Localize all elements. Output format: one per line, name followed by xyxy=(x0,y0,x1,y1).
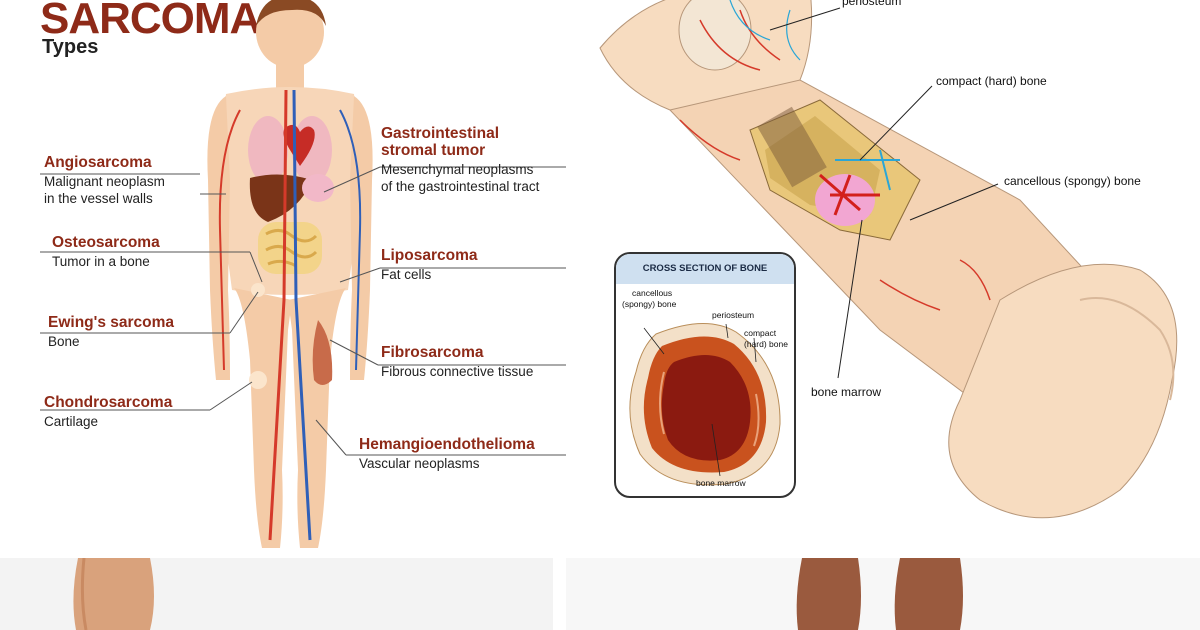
inset-label-cancellous: cancellous (spongy) bone xyxy=(622,288,676,310)
inset-label-bone-marrow: bone marrow xyxy=(696,478,746,489)
label-desc: in the vessel walls xyxy=(44,190,165,207)
inset-label-line: (hard) bone xyxy=(744,339,788,350)
inset-label-line: cancellous xyxy=(622,288,676,299)
label-chondrosarcoma: Chondrosarcoma Cartilage xyxy=(44,394,172,430)
label-desc: Malignant neoplasm xyxy=(44,173,165,190)
human-body-illustration xyxy=(0,0,580,556)
inset-label-line: compact xyxy=(744,328,788,339)
label-desc: Fibrous connective tissue xyxy=(381,363,533,380)
label-liposarcoma: Liposarcoma Fat cells xyxy=(381,247,477,283)
label-name: Hemangioendothelioma xyxy=(359,436,535,453)
label-desc: Mesenchymal neoplasms xyxy=(381,161,539,178)
label-desc: Bone xyxy=(48,333,174,350)
label-periosteum: periosteum xyxy=(842,0,901,8)
label-cancellous-bone: cancellous (spongy) bone xyxy=(1004,174,1141,188)
inset-label-compact: compact (hard) bone xyxy=(744,328,788,350)
leg-photo-right xyxy=(566,558,1200,630)
inset-label-line: (spongy) bone xyxy=(622,299,676,310)
label-name: Fibrosarcoma xyxy=(381,344,533,361)
label-name: Ewing's sarcoma xyxy=(48,314,174,331)
label-gastrointestinal-stromal-tumor: Gastrointestinal stromal tumor Mesenchym… xyxy=(381,125,539,195)
label-desc: Cartilage xyxy=(44,413,172,430)
label-desc: Tumor in a bone xyxy=(52,253,160,270)
cross-section-inset: CROSS SECTION OF BONE cancellous (spongy… xyxy=(614,252,796,498)
label-name: Gastrointestinal xyxy=(381,125,539,142)
label-desc: Vascular neoplasms xyxy=(359,455,535,472)
label-osteosarcoma: Osteosarcoma Tumor in a bone xyxy=(52,234,160,270)
label-desc: of the gastrointestinal tract xyxy=(381,178,539,195)
leg-photo-left xyxy=(0,558,553,630)
leg-photo-illustration xyxy=(566,558,1200,630)
label-fibrosarcoma: Fibrosarcoma Fibrous connective tissue xyxy=(381,344,533,380)
label-hemangioendothelioma: Hemangioendothelioma Vascular neoplasms xyxy=(359,436,535,472)
label-compact-bone: compact (hard) bone xyxy=(936,74,1047,88)
label-name: Liposarcoma xyxy=(381,247,477,264)
label-angiosarcoma: Angiosarcoma Malignant neoplasm in the v… xyxy=(44,154,165,207)
label-name: Angiosarcoma xyxy=(44,154,165,171)
label-ewings-sarcoma: Ewing's sarcoma Bone xyxy=(48,314,174,350)
leg-photo-illustration xyxy=(0,558,553,630)
label-name: Chondrosarcoma xyxy=(44,394,172,411)
inset-label-periosteum: periosteum xyxy=(712,310,754,321)
label-bone-marrow: bone marrow xyxy=(811,385,881,399)
label-name: Osteosarcoma xyxy=(52,234,160,251)
sarcoma-types-panel: SARCOMA Types xyxy=(0,0,580,556)
label-name: stromal tumor xyxy=(381,142,539,159)
label-desc: Fat cells xyxy=(381,266,477,283)
